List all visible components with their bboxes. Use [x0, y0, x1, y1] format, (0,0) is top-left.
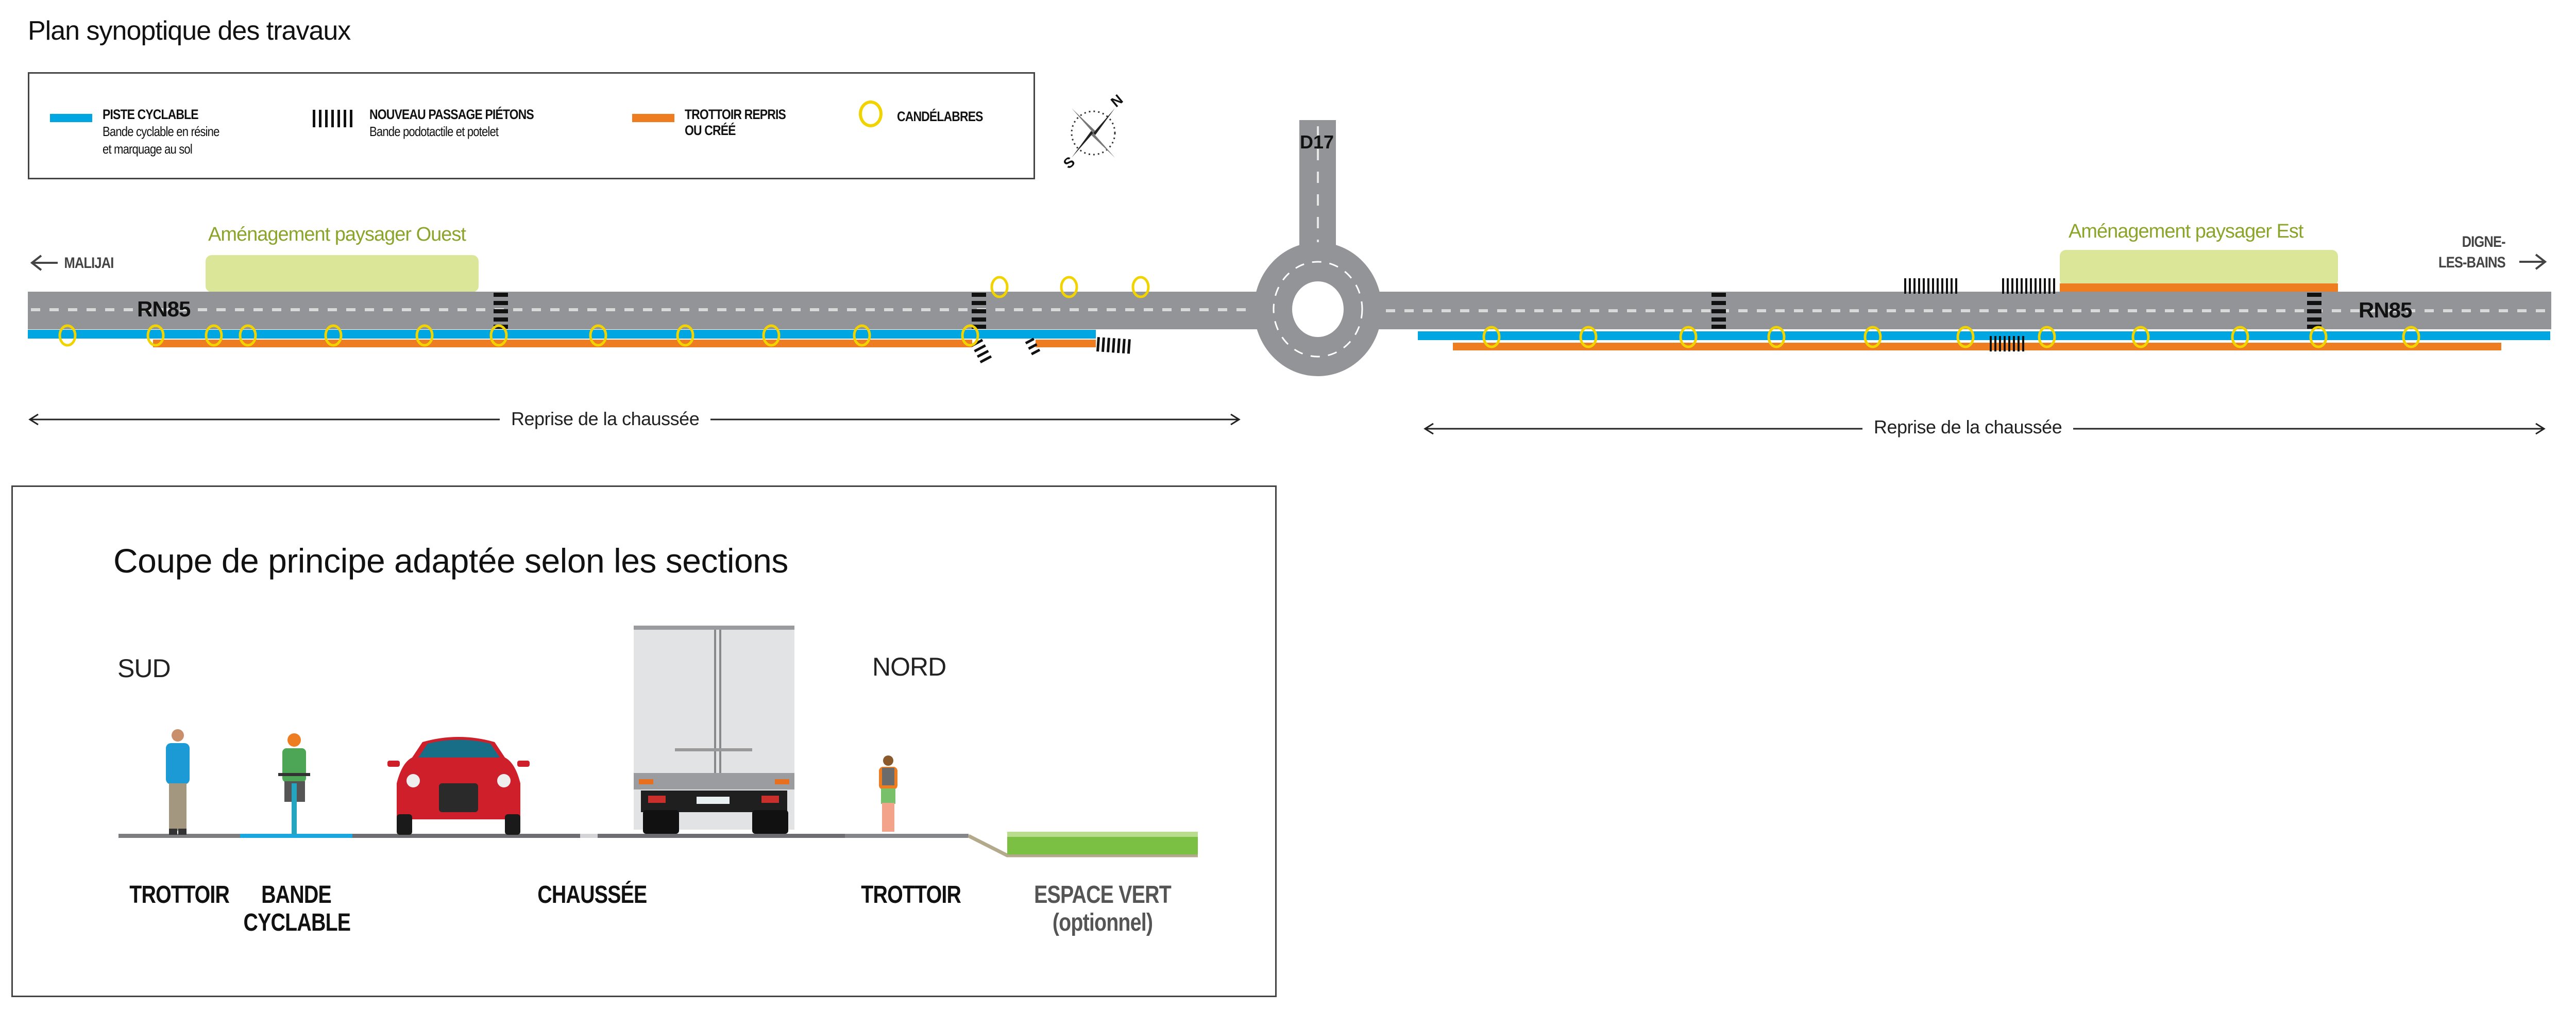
legend-title: PISTE CYCLABLE: [103, 107, 199, 122]
yellow-circle-icon: [859, 100, 883, 127]
sidewalk-west-end: [1036, 340, 1096, 347]
blue-line-icon: [50, 114, 92, 122]
pedestrian-icon: [166, 729, 190, 835]
lamp: [676, 324, 694, 347]
lamp: [1579, 326, 1598, 348]
zone-label-east: Aménagement paysager Est: [2069, 221, 2303, 242]
legend-title: OU CRÉÉ: [685, 123, 736, 138]
lamp: [2309, 326, 2328, 348]
landscape-zone-east: [2060, 250, 2338, 286]
cyclist-icon: [278, 733, 310, 835]
lamp: [990, 276, 1009, 298]
road-label-rn85-east: RN85: [2359, 298, 2412, 322]
label-trottoir-nord: TROTTOIR: [861, 881, 961, 909]
label-trottoir-sud: TROTTOIR: [129, 881, 230, 909]
lamp: [324, 324, 343, 347]
lamp: [1956, 326, 1975, 348]
ground-roadway: [352, 834, 580, 838]
lamp: [415, 324, 434, 347]
crosswalk-stripes-icon: [313, 110, 352, 127]
compass-rose-icon: N S: [1060, 91, 1133, 172]
lamp: [853, 324, 871, 347]
zone-label-west: Aménagement paysager Ouest: [208, 224, 466, 245]
tactile-strip: [1904, 278, 1957, 294]
cross-section-panel: [11, 485, 1277, 997]
label-line: CYCLABLE: [243, 909, 351, 936]
car-icon: [387, 737, 530, 835]
lamp: [2231, 326, 2249, 348]
roundabout-island: [1292, 281, 1344, 337]
lamp: [58, 324, 77, 347]
lamp: [1679, 326, 1698, 348]
legend-item-passage-pietons: NOUVEAU PASSAGE PIÉTONS Bande podotactil…: [313, 107, 563, 140]
destination-west: MALIJAI: [64, 255, 114, 272]
tactile-strip: [1990, 336, 2024, 351]
legend-subtitle: et marquage au sol: [103, 141, 193, 157]
destination-east-line: DIGNE-: [2462, 233, 2506, 250]
lamp: [2402, 326, 2420, 348]
lamp: [205, 324, 223, 347]
label-espace-vert: ESPACE VERT (optionnel): [1031, 881, 1175, 937]
ground-sidewalk-south: [118, 834, 240, 838]
orange-line-icon: [632, 114, 674, 122]
tactile-strip: [1025, 338, 1041, 356]
legend-title: NOUVEAU PASSAGE PIÉTONS: [369, 107, 534, 122]
legend-subtitle: Bande podotactile et potelet: [369, 124, 499, 139]
legend-title: TROTTOIR REPRIS: [685, 107, 786, 122]
label-bande-cyclable: BANDE CYCLABLE: [243, 881, 351, 937]
lamp: [239, 324, 257, 347]
lamp: [2038, 326, 2056, 348]
label-line: (optionnel): [1052, 909, 1153, 936]
sidewalk-east: [1453, 343, 2501, 350]
lamp: [589, 324, 607, 347]
lamp: [1863, 326, 1882, 348]
ground-sidewalk-north: [845, 834, 969, 838]
cross-section-title: Coupe de principe adaptée selon les sect…: [113, 542, 788, 580]
truck-icon: [634, 626, 794, 834]
direction-north: NORD: [872, 652, 946, 681]
lamp: [1767, 326, 1786, 348]
tactile-strip: [1096, 337, 1131, 354]
reprise-label-west: Reprise de la chaussée: [500, 408, 711, 430]
direction-south: SUD: [117, 654, 171, 683]
cycle-lane-east: [1418, 331, 2550, 340]
label-line: ESPACE VERT: [1034, 881, 1172, 909]
legend-subtitle: Bande cyclable en résine: [103, 124, 219, 139]
label-line: BANDE: [261, 881, 332, 909]
lamp: [1482, 326, 1501, 348]
landscape-zone-west: [206, 255, 479, 292]
reprise-label-east: Reprise de la chaussée: [1862, 416, 2074, 438]
legend-title: CANDÉLABRES: [897, 109, 983, 124]
destination-east-line: LES-BAINS: [2438, 254, 2506, 271]
lamp: [762, 324, 781, 347]
tactile-strip: [2002, 278, 2055, 294]
legend-item-candelabres: CANDÉLABRES: [859, 100, 998, 127]
lamp: [489, 324, 508, 347]
destination-east: DIGNE- LES-BAINS: [2404, 232, 2506, 273]
child-pedestrian-icon: [879, 755, 897, 832]
label-chaussee: CHAUSSÉE: [537, 881, 647, 909]
crosswalk: [972, 293, 986, 329]
crosswalk: [2307, 293, 2321, 329]
lamp: [146, 324, 165, 347]
lamp: [1060, 276, 1078, 298]
legend-item-trottoir: TROTTOIR REPRIS OU CRÉÉ: [632, 107, 804, 139]
legend-item-piste-cyclable: PISTE CYCLABLE Bande cyclable en résine …: [50, 107, 240, 158]
lamps: [58, 276, 2420, 348]
lamp: [1131, 276, 1150, 298]
road-label-rn85-west: RN85: [137, 297, 191, 321]
legend: PISTE CYCLABLE Bande cyclable en résine …: [28, 72, 1035, 179]
sidewalk-east-north: [2060, 283, 2338, 292]
page-title: Plan synoptique des travaux: [28, 16, 351, 46]
road-plan: [28, 120, 2551, 435]
road-label-d17: D17: [1300, 131, 1334, 153]
lamp: [2131, 326, 2150, 348]
cycle-lane-west: [28, 330, 1096, 339]
ground-cycle-lane: [240, 834, 352, 838]
grass-icon: [1007, 832, 1198, 854]
lamp: [961, 324, 979, 347]
crosswalk: [1711, 293, 1726, 329]
